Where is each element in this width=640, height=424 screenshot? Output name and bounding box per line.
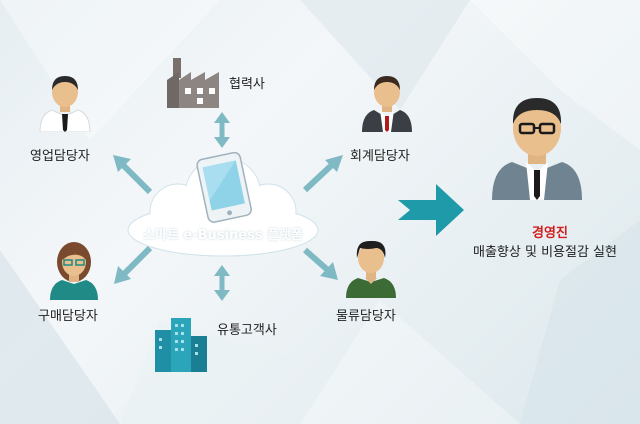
platform-label: 스마트 e-Business 플랫폼 <box>143 228 303 243</box>
big-arrow-to-executive <box>398 184 464 236</box>
factory-icon <box>167 58 219 108</box>
arrow-to-accounting <box>302 159 338 193</box>
logistics-manager-label: 물류담당자 <box>336 309 396 324</box>
accounting-manager-label: 회계담당자 <box>350 149 410 164</box>
cloud-platform <box>127 151 319 257</box>
logistics-manager-avatar <box>346 240 396 298</box>
sales-manager-avatar <box>39 76 91 132</box>
executive-subtitle: 매출향상 및 비용절감 실현 <box>473 245 617 260</box>
purchasing-manager-avatar <box>50 242 98 300</box>
buildings-icon <box>155 318 207 372</box>
arrow-to-partner <box>214 112 230 148</box>
accounting-manager-avatar <box>362 76 412 132</box>
executive-title: 경영진 <box>532 226 568 241</box>
distribution-customer-label: 유통고객사 <box>217 323 277 338</box>
executive-avatar <box>492 98 582 200</box>
arrow-to-sales <box>117 159 153 195</box>
sales-manager-label: 영업담당자 <box>30 149 90 164</box>
purchasing-manager-label: 구매담당자 <box>38 309 98 324</box>
arrow-to-logistics <box>303 247 332 275</box>
partner-label: 협력사 <box>229 77 265 92</box>
smartphone-icon <box>196 151 252 223</box>
arrow-to-distribution <box>214 265 230 301</box>
arrow-to-purchasing <box>119 245 153 279</box>
